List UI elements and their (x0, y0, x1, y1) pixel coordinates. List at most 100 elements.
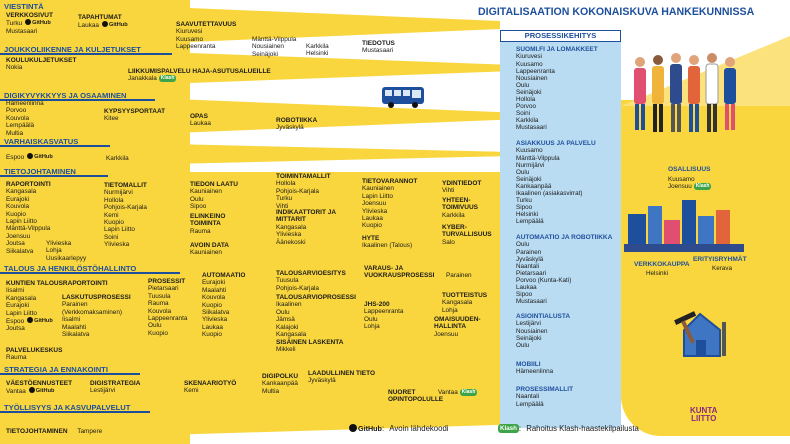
list-item: Porvoo (Kunta-Kati) (516, 276, 572, 284)
group-title: LAADULLINEN TIETO (308, 370, 376, 377)
list-item: Lapin Liitto (6, 218, 37, 226)
list-item: Parainen (516, 248, 542, 256)
group-title: PALVELUKESKUS (6, 347, 63, 354)
list-item: Kankaanpää (516, 182, 552, 190)
group-title: ASIAKKUUS JA PALVELU (516, 140, 596, 147)
group-title: TAPAHTUMAT (78, 14, 122, 21)
group-saavutettavuus-col3: Karkkila Helsinki (306, 43, 329, 58)
erityisryhmat-list: Kerava (712, 265, 732, 272)
group-palvelukeskus: PALVELUKESKUS Rauma (6, 347, 62, 362)
list-item: Oulu (148, 322, 162, 330)
list-item: Hämeenlinna (516, 368, 554, 376)
list-item: Parainen (446, 272, 472, 279)
list-item: Laukaa (362, 215, 383, 223)
verkkokauppa-title: VERKKOKAUPPA (634, 261, 690, 268)
group-title: TIETOVARANNOT (362, 178, 418, 185)
list-item: Jyväskylä (276, 124, 304, 132)
group-title: TIEDOTUS (362, 40, 395, 47)
group-digikyvykkyys: Hämeenlinna Porvoo Kouvola Lempäälä Mult… (6, 100, 44, 137)
list-item: Porvoo (516, 103, 536, 111)
page-title: DIGITALISAATION KOKONAISKUVA HANKEKUNNIS… (478, 6, 755, 18)
group-talousarvioesitys: TALOUSARVIOESITYS Tuusula Pohjois-Karjal… (276, 270, 346, 292)
github-badge: GitHub (28, 387, 54, 395)
list-item: Rauma (190, 227, 211, 235)
group-toimintamallit: TOIMINTAMALLIT Hollola Pohjois-Karjala T… (276, 173, 331, 210)
list-item: Oulu (190, 195, 204, 203)
list-item: Kouvola (148, 307, 172, 315)
list-item: Ikaalinen (276, 301, 302, 309)
process-group-suomifi: SUOMI.FI JA LOMAKKEET Kiuruvesi Kuusamo … (516, 46, 598, 131)
list-item: Pietarsaari (516, 269, 547, 277)
list-item: Jyväskylä (516, 255, 544, 263)
group-omaisuudenhallinta: OMAISUUDEN-HALLINTA Joensuu (434, 316, 496, 338)
list-item: Maalahti (202, 286, 227, 294)
list-item: Kiuruvesi (176, 28, 203, 36)
list-item: Turku (276, 195, 293, 203)
list-item: Kuusamo (668, 176, 695, 183)
group-title: AUTOMAATIO JA ROBOTIIKKA (516, 234, 613, 241)
group-opas: OPAS Laukaa (190, 113, 211, 128)
divider-digikyvykkyys (0, 99, 155, 101)
divider-strategia (0, 373, 140, 375)
list-item: Laukaa (202, 323, 223, 331)
list-item: Rauma (6, 354, 27, 362)
group-title: TOIMINTAMALLIT (276, 173, 331, 180)
group-jhs200: JHS-200 Lappeenranta Oulu Lohja (364, 301, 403, 331)
group-tietovarannot: TIETOVARANNOT Kauniainen Lapin Liitto Jo… (362, 178, 417, 230)
section-talous: TALOUS JA HENKILÖSTÖHALLINTO (4, 264, 137, 273)
list-item: Siikalatva (202, 309, 230, 317)
list-item: Lohja (442, 306, 458, 314)
klash-badge: Klash (158, 75, 177, 83)
group-title: VARAUS- JA VUOKRAUSPROSESSI (364, 265, 435, 280)
list-item: Oulu (364, 315, 378, 323)
divider-talous (0, 272, 180, 274)
list-item: Lappeenranta (176, 43, 216, 51)
list-item: Hollola (516, 95, 536, 103)
github-badge: GitHub (27, 317, 53, 325)
group-title: JHS-200 (364, 301, 390, 308)
process-group-automaatio: AUTOMAATIO JA ROBOTIIKKA Oulu Parainen J… (516, 234, 612, 305)
list-item: Sipoo (190, 203, 207, 211)
list-item: Helsinki (646, 270, 669, 277)
list-item: Kerava (712, 265, 732, 272)
list-item: Lappeenranta (364, 308, 404, 316)
list-item: Jyväskylä (308, 377, 336, 385)
list-item: Helsinki (306, 50, 329, 58)
klash-badge: Klash (498, 424, 519, 434)
section-strategia: STRATEGIA JA ENNAKOINTI (4, 365, 108, 374)
list-item: Lappeenranta (148, 315, 188, 323)
list-item: Vihti (276, 202, 289, 210)
osallisuus-title: OSALLISUUS (668, 166, 711, 173)
list-item: Kangasala (442, 299, 473, 307)
group-title: ROBOTIIKKA (276, 117, 318, 124)
group-title: HYTE (362, 235, 380, 242)
list-item: Nousiainen (516, 74, 548, 82)
group-title: RAPORTOINTI (6, 181, 51, 188)
list-item: Maalahti (62, 323, 87, 331)
list-item: Hämeenlinna (6, 100, 44, 107)
list-item: Kangasala (276, 331, 307, 339)
group-title: SAAVUTETTAVUUS (176, 21, 237, 28)
legend-colon: : (518, 424, 522, 433)
list-item: Nokia (6, 64, 23, 72)
legend-github: GitHub: Avoin lähdekoodi (346, 424, 449, 433)
list-item: Mustasaari (516, 124, 547, 132)
group-title: ASIOINTIALUSTA (516, 313, 571, 320)
group-varhaiskasvatus-karkkila: Karkkila (106, 155, 129, 162)
list-item: Jämsä (276, 316, 295, 324)
group-hyte: HYTE Ikaalinen (Talous) (362, 235, 412, 250)
section-joukkoliikenne: JOUKKOLIIKENNE JA KULJETUKSET (4, 45, 141, 54)
list-item: Kankaanpää (262, 380, 298, 388)
list-item: Laukaa (516, 283, 537, 291)
group-title: TIEDON LAATU (190, 181, 238, 188)
list-item: Tuusula (276, 277, 299, 285)
section-tietojohtaminen: TIETOJOHTAMINEN (4, 167, 76, 176)
list-item: Tuusula (148, 292, 171, 300)
list-item: Nousiainen (516, 327, 548, 335)
